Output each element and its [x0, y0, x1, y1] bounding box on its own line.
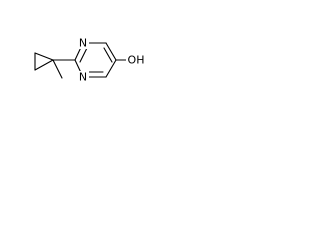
bond-cq-ca — [34, 52, 54, 61]
molecule-structure: N N OH — [34, 37, 146, 84]
n-bottom-mask — [77, 71, 89, 83]
bond-cb-cq — [34, 59, 54, 71]
n-top-mask — [77, 37, 89, 49]
bond-c6-c5 — [105, 42, 117, 61]
atom-oh: OH — [128, 54, 145, 67]
atom-n-bottom: N — [79, 71, 87, 84]
bond-cq-methyl — [52, 59, 63, 79]
bond-c6-c5-double — [103, 47, 113, 63]
oh-mask — [126, 54, 146, 66]
structure-diagram-canvas: N N OH — [0, 0, 176, 111]
bond-c2-n1-double — [79, 47, 88, 63]
bond-c5-c4 — [105, 59, 117, 78]
atom-n-top: N — [79, 37, 87, 50]
